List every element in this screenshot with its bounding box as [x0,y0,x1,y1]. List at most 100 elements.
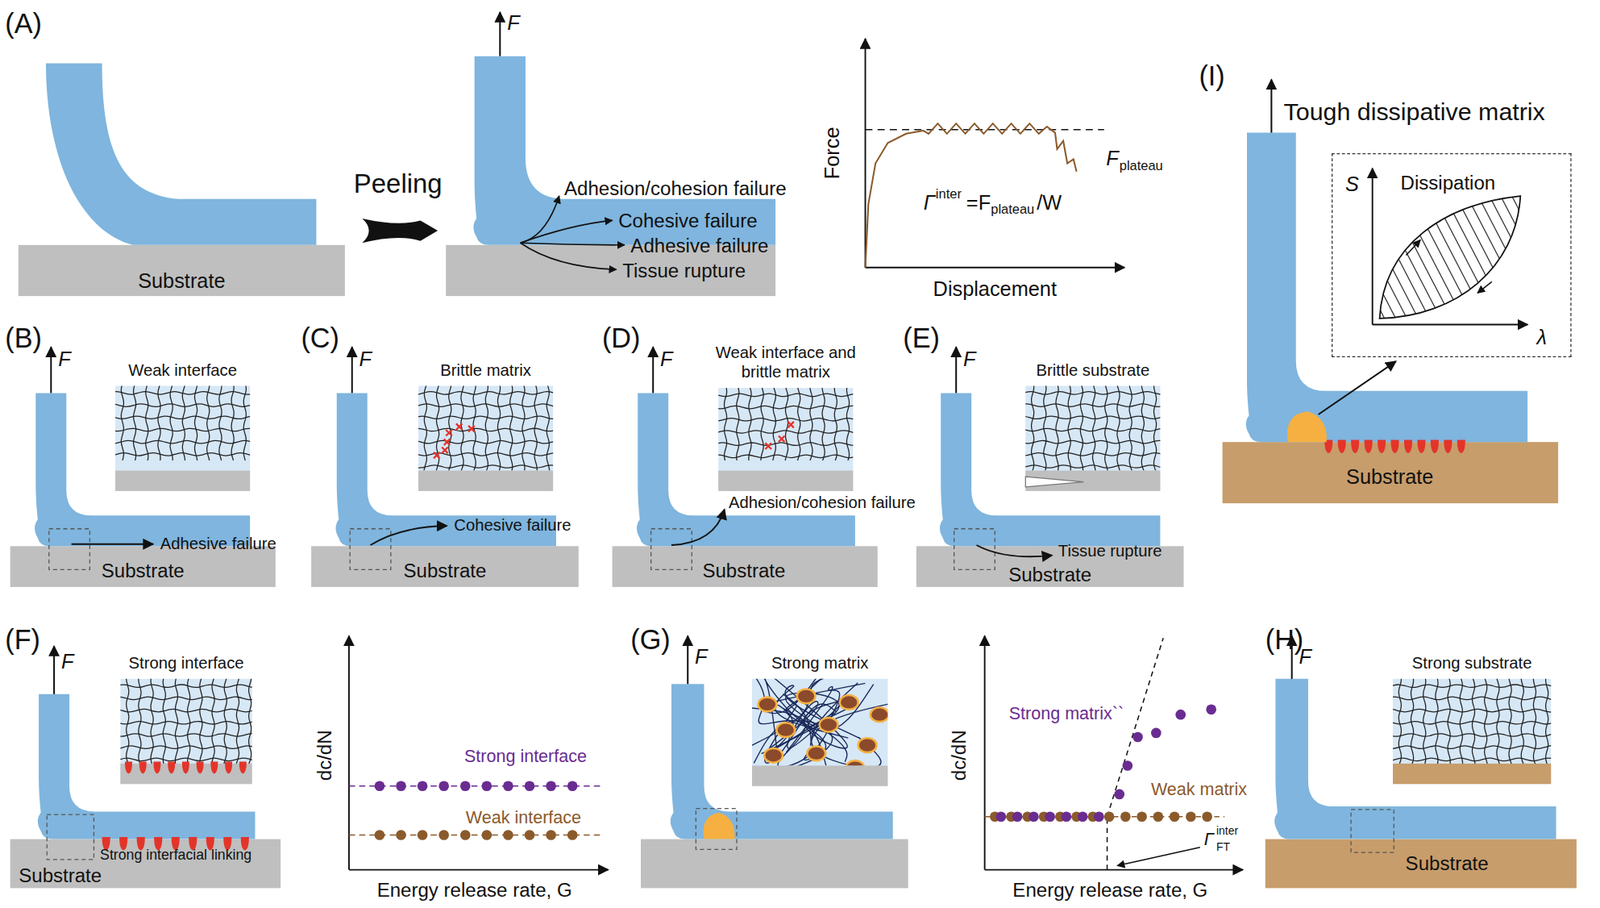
hydrogel-strip [34,392,250,546]
data-point [438,829,449,840]
text-label: Γ [1204,830,1214,848]
dissipative-domain [764,748,783,763]
text-label: Adhesion/cohesion failure [564,178,786,199]
mesh-strand [1129,386,1133,471]
inset-heading: Strong interface [128,652,245,673]
text-label: F [660,349,673,370]
mesh-strand [1545,678,1549,764]
force-curve [865,123,1077,267]
data-point [1028,810,1039,822]
mesh-strand [418,415,553,419]
failure-path [520,220,613,243]
axis [865,266,1126,269]
mesh-strand [1025,440,1160,443]
text-label: Weak interface [465,808,582,827]
bond-break [444,438,451,445]
mesh-strand [723,387,727,461]
mesh-strand [170,386,174,461]
mesh-strand [1423,678,1426,764]
mesh-strand [138,678,142,764]
data-point [1093,810,1105,822]
mesh-strand [115,440,250,443]
mesh-strand [145,386,150,461]
hydrogel-strip [1274,678,1556,840]
polymer-chain [761,692,848,762]
mesh-strand [1435,678,1438,764]
node-label: Substrate [1405,853,1489,873]
loading-arrow [1405,239,1421,255]
interfacial-link [1338,440,1347,453]
data-point [989,810,1001,822]
inset-heading: Brittle matrix [440,360,532,380]
substrate-block: Substrate [1265,839,1577,889]
data-point [545,780,557,791]
data-point [438,780,449,791]
mesh-strand [822,387,825,461]
mesh-strand [120,733,252,736]
text-label: Energy release rate, G [1012,880,1208,900]
mesh-strand [448,386,452,471]
mesh-strand [772,387,777,461]
data-point [1044,810,1056,822]
hatch-line [1328,188,1401,327]
panel-label: (E) [902,324,940,353]
mesh-strand [497,386,500,471]
data-point [1151,727,1162,739]
mesh-strand [423,386,428,471]
mesh-strand [1483,678,1488,764]
mesh-strand [418,391,553,395]
network-inset: Strong substrate [1392,678,1551,784]
substrate-block: Substrate [612,545,878,587]
mesh-strand [797,387,801,461]
mesh-strand [546,386,550,471]
hydrogel-strip [1246,132,1528,443]
text-label: F [359,349,372,370]
mesh-strand [1025,452,1160,456]
failure-path [370,525,448,545]
mesh-strand [1508,678,1513,764]
data-point [460,829,471,840]
data-point [1120,810,1131,822]
bond-break [456,423,463,430]
panel-label: (I) [1198,62,1225,91]
text-label: FT [1216,841,1231,853]
mesh-strand [1092,386,1096,471]
text-label: F [1299,645,1312,666]
data-point [567,780,578,791]
failure-path [520,242,625,246]
mesh-strand [211,678,215,764]
interfacial-link [1324,440,1333,453]
polymer-mesh [115,386,250,461]
mesh-strand [120,757,252,761]
interfacial-link [1417,440,1426,453]
force-arrow [955,346,957,393]
mesh-strand [199,678,203,764]
unloading-arrow [1477,281,1492,293]
hatch-line [1496,188,1569,327]
axis [864,38,867,268]
bond-break [468,425,475,433]
polymer-chain [754,678,827,766]
text-label: F [507,12,520,33]
dissipative-domain [858,737,877,753]
mesh-strand [1392,696,1551,700]
mesh-strand [718,418,853,421]
mesh-strand [120,708,252,712]
mesh-strand [120,684,252,688]
tough-network [752,678,888,766]
mesh-strand [735,387,740,461]
bond-break [433,452,441,459]
data-point [567,829,578,840]
mesh-strand [718,454,853,458]
mesh-strand [418,465,553,468]
inset-heading: Weak interface [128,360,237,380]
trend-line [349,834,603,836]
trend-line [984,815,1225,818]
mesh-strand [418,428,553,431]
node-label: Dissipation [1400,173,1497,193]
data-point [374,829,386,840]
polymer-chain [782,694,888,746]
text-label: S [1345,173,1359,194]
polymer-mesh [418,386,553,471]
mesh-strand [207,386,210,461]
